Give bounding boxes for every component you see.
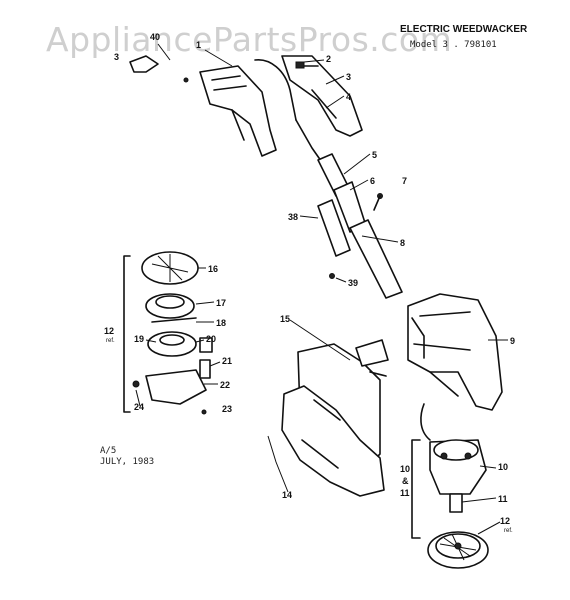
callout-40: 40 bbox=[150, 32, 160, 42]
switch-handle-part bbox=[281, 55, 363, 137]
cord-clip-part bbox=[129, 55, 189, 83]
callout-6: 6 bbox=[370, 176, 375, 186]
callout-15: 15 bbox=[280, 314, 290, 324]
footnote-code: A/5 bbox=[100, 446, 117, 456]
callout-3: 3 bbox=[114, 52, 119, 62]
callout-12-right-ref: ref. bbox=[504, 528, 513, 534]
guard-shield-part bbox=[407, 293, 503, 411]
callout-24: 24 bbox=[134, 402, 144, 412]
callout-20: 20 bbox=[206, 334, 216, 344]
callout-12-left: 12 bbox=[104, 326, 114, 336]
diagram-title: ELECTRIC WEEDWACKER bbox=[400, 24, 528, 35]
callout-7: 7 bbox=[402, 176, 407, 186]
group-label-11: 11 bbox=[400, 488, 410, 498]
lower-spool-part bbox=[427, 531, 489, 569]
shaft-part bbox=[295, 119, 403, 299]
callout-23: 23 bbox=[222, 404, 232, 414]
group-label-amp: & bbox=[402, 476, 409, 486]
spool-stack-part bbox=[123, 251, 213, 415]
callout-12-left-ref: ref. bbox=[106, 338, 115, 344]
footnote-date: JULY, 1983 bbox=[100, 457, 155, 467]
group-label-10: 10 bbox=[400, 464, 410, 474]
callout-1: 1 bbox=[196, 40, 201, 50]
callout-18: 18 bbox=[216, 318, 226, 328]
housing-half-part bbox=[281, 343, 385, 497]
callout-9: 9 bbox=[510, 336, 515, 346]
callout-8: 8 bbox=[400, 238, 405, 248]
callout-4: 4 bbox=[346, 92, 351, 102]
callout-38: 38 bbox=[288, 212, 298, 222]
callout-12-right: 12 bbox=[500, 516, 510, 526]
upper-handle-part bbox=[199, 59, 297, 157]
motor-part bbox=[420, 403, 487, 513]
leader-lines bbox=[135, 43, 508, 535]
callout-3b: 3 bbox=[346, 72, 351, 82]
watermark: AppliancePartsPros.com bbox=[46, 20, 453, 59]
callout-17: 17 bbox=[216, 298, 226, 308]
callout-10: 10 bbox=[498, 462, 508, 472]
callout-39: 39 bbox=[348, 278, 358, 288]
callout-5: 5 bbox=[372, 150, 377, 160]
group-bracket bbox=[411, 439, 421, 539]
callout-22: 22 bbox=[220, 380, 230, 390]
callout-14: 14 bbox=[282, 490, 292, 500]
model-number: Model 3 . 798101 bbox=[410, 40, 497, 50]
callout-19: 19 bbox=[134, 334, 144, 344]
callout-11: 11 bbox=[498, 494, 508, 504]
switch-bracket-part bbox=[355, 339, 389, 377]
callout-21: 21 bbox=[222, 356, 232, 366]
callout-16: 16 bbox=[208, 264, 218, 274]
callout-2: 2 bbox=[326, 54, 331, 64]
